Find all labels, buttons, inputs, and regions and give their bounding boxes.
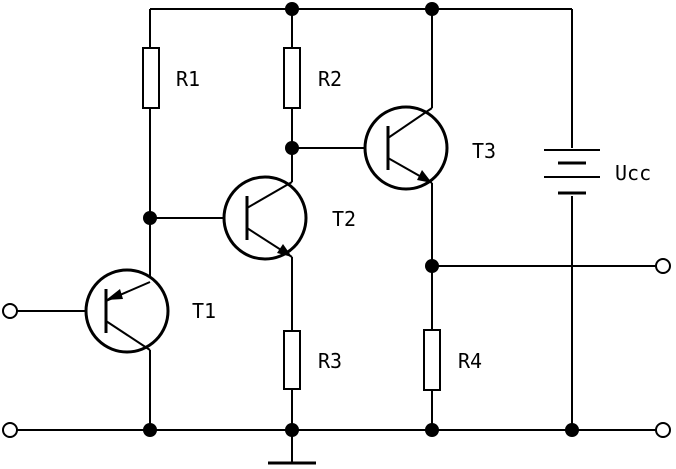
label-t3: T3 <box>472 139 496 163</box>
label-ucc: Ucc <box>615 161 651 185</box>
transistor-t1 <box>84 268 170 354</box>
ground-terminal-right <box>655 422 671 438</box>
ground-terminal-left <box>2 422 18 438</box>
label-r4: R4 <box>458 349 482 373</box>
label-r1: R1 <box>176 67 200 91</box>
junction-dot <box>143 423 157 437</box>
junction-dot <box>565 423 579 437</box>
junction-dot <box>143 211 157 225</box>
junction-dot <box>425 2 439 16</box>
output-terminal <box>655 258 671 274</box>
resistor-r4 <box>423 329 441 391</box>
junction-dot <box>285 141 299 155</box>
resistor-r2 <box>283 47 301 109</box>
transistor-t3 <box>363 105 449 191</box>
junction-dot <box>285 2 299 16</box>
junction-dot <box>285 423 299 437</box>
resistor-r1 <box>142 47 160 109</box>
junction-dot <box>425 259 439 273</box>
battery-ucc <box>544 149 600 195</box>
junction-dot <box>425 423 439 437</box>
resistor-r3 <box>283 330 301 390</box>
label-r2: R2 <box>318 67 342 91</box>
input-terminal <box>2 303 18 319</box>
label-t2: T2 <box>332 207 356 231</box>
label-t1: T1 <box>192 299 216 323</box>
transistor-t2 <box>222 175 308 261</box>
label-r3: R3 <box>318 349 342 373</box>
